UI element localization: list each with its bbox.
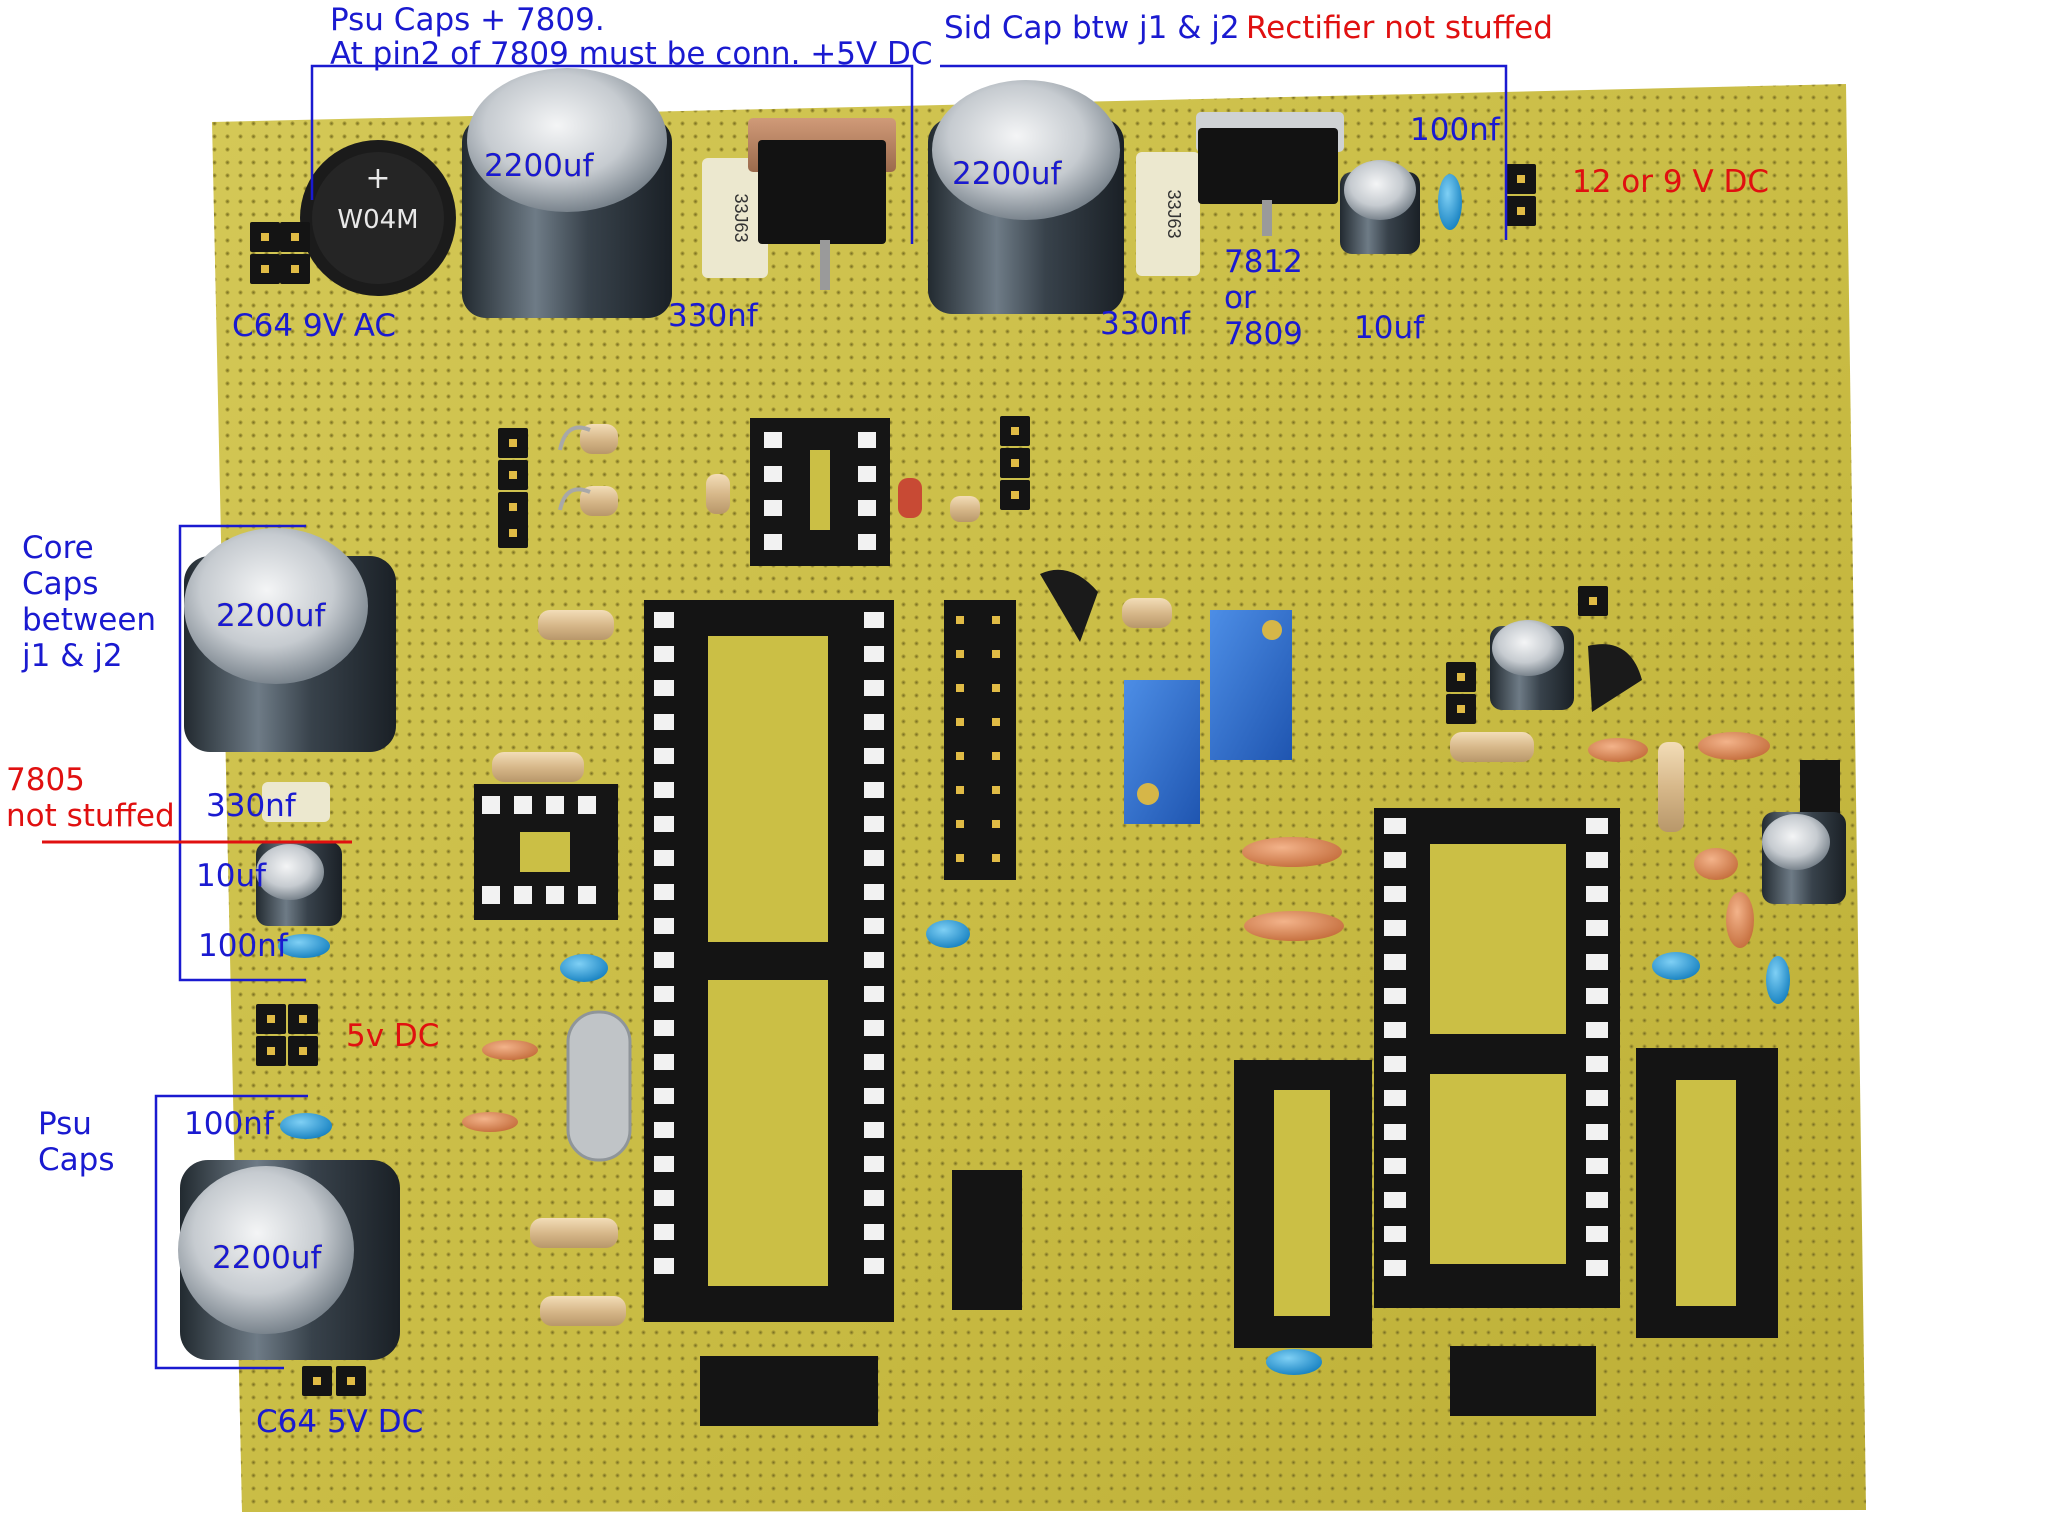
small-parts-top-mid xyxy=(706,474,980,522)
ic-socket-40pin xyxy=(644,600,894,1322)
film-cap-marking-left: 33J63 xyxy=(731,193,751,242)
film-caps-orange-mid xyxy=(1242,837,1344,941)
film-cap-330nf-mid xyxy=(262,782,330,822)
header-vertical-long-mid xyxy=(944,600,1016,880)
regulator-7812 xyxy=(1196,112,1344,236)
annotation-lines xyxy=(154,64,1508,1370)
label-mid-330nf: 330nf xyxy=(206,788,296,824)
rectifier-bridge: W04M + xyxy=(300,140,456,296)
ceramic-cap-100nf-top xyxy=(1438,174,1462,230)
svg-text:+: + xyxy=(365,161,390,196)
label-bottom-2200uf: 2200uf xyxy=(212,1240,322,1276)
transistor-right xyxy=(1588,644,1642,712)
label-core-line1: Core xyxy=(22,530,94,566)
resistor-near-trimmers xyxy=(1122,598,1172,628)
label-core-line2: Caps xyxy=(22,566,99,602)
label-c64-9v-ac: C64 9V AC xyxy=(232,308,397,344)
ic-socket-16pin-right-of-28 xyxy=(1636,1048,1778,1338)
resistors-top-left xyxy=(558,424,618,516)
core-electrolytic-cap xyxy=(184,528,396,752)
label-mid-100nf: 100nf xyxy=(198,928,288,964)
label-reg-7812: 7812 xyxy=(1224,244,1303,280)
label-7805-not-stuffed: not stuffed xyxy=(6,798,175,834)
film-cap-top-left: 33J63 xyxy=(702,158,768,278)
ceramic-cap-100nf-bottom xyxy=(280,1113,332,1139)
ic-socket-16pin-left-of-28 xyxy=(1234,1060,1372,1348)
label-psu-caps-7809: Psu Caps + 7809. xyxy=(330,2,605,38)
film-cap-top-right: 33J63 xyxy=(1136,152,1200,276)
film-cap-marking-right: 33J63 xyxy=(1164,189,1184,238)
crystal-oscillator xyxy=(566,1010,632,1162)
electrolytic-cap-10uf-top xyxy=(1340,160,1420,254)
header-vertical-bottom-mid xyxy=(952,1170,1022,1310)
ic-socket-8pin-top xyxy=(750,418,890,566)
electrolytic-cap-right-top xyxy=(1490,620,1574,710)
regulator-7809 xyxy=(748,118,896,290)
psu-electrolytic-cap-bottom xyxy=(178,1160,400,1360)
electrolytic-cap-top-left xyxy=(462,68,672,318)
header-vertical-3pin-left xyxy=(498,428,528,548)
label-psu-line1: Psu xyxy=(38,1106,92,1142)
header-horizontal-bottom-left xyxy=(700,1356,878,1426)
electrolytic-cap-right-bottom xyxy=(1762,812,1846,904)
electrolytic-cap-top-right xyxy=(928,80,1124,314)
ceramic-caps-near-crystal xyxy=(462,920,970,1132)
ic-socket-8pin-left xyxy=(474,784,618,920)
label-core-line3: between xyxy=(22,602,157,638)
label-5v-dc: 5v DC xyxy=(346,1018,440,1054)
label-core-line4: j1 & j2 xyxy=(22,638,123,674)
label-top-330nf-left: 330nf xyxy=(668,298,758,334)
label-12-or-9v-dc: 12 or 9 V DC xyxy=(1572,164,1770,200)
label-top-2200uf-left: 2200uf xyxy=(484,148,594,184)
label-top-2200uf-right: 2200uf xyxy=(952,156,1062,192)
resistors-right xyxy=(1450,732,1684,832)
label-7805: 7805 xyxy=(6,762,85,798)
label-c64-5v-dc: C64 5V DC xyxy=(256,1404,424,1440)
label-reg-or: or xyxy=(1224,280,1256,316)
label-bottom-100nf: 100nf xyxy=(184,1106,274,1142)
label-mid-10uf: 10uf xyxy=(196,858,267,894)
label-pin2-7809-note: At pin2 of 7809 must be conn. +5V DC xyxy=(330,36,933,72)
header-horizontal-bottom-right xyxy=(1450,1346,1596,1416)
transistor-mid xyxy=(1040,569,1098,642)
resistors-left-of-40pin xyxy=(492,610,626,1326)
header-vertical-3pin-right xyxy=(1000,416,1030,510)
label-top-10uf: 10uf xyxy=(1354,310,1425,346)
label-reg-7809: 7809 xyxy=(1224,316,1303,352)
ceramic-cap-100nf-mid xyxy=(278,934,330,958)
ic-socket-28pin-right xyxy=(1374,808,1620,1308)
electrolytic-cap-10uf-mid xyxy=(256,842,342,926)
label-top-330nf-right: 330nf xyxy=(1100,306,1190,342)
trimmer-potentiometers xyxy=(1124,610,1292,824)
label-rectifier-not-stuffed: Rectifier not stuffed xyxy=(1246,10,1553,46)
label-top-100nf: 100nf xyxy=(1410,112,1500,148)
label-core-2200uf: 2200uf xyxy=(216,598,326,634)
label-sid-cap: Sid Cap btw j1 & j2 xyxy=(944,10,1240,46)
label-psu-line2: Caps xyxy=(38,1142,115,1178)
rectifier-marking: W04M xyxy=(337,205,418,235)
ceramic-caps-right xyxy=(1266,732,1790,1375)
